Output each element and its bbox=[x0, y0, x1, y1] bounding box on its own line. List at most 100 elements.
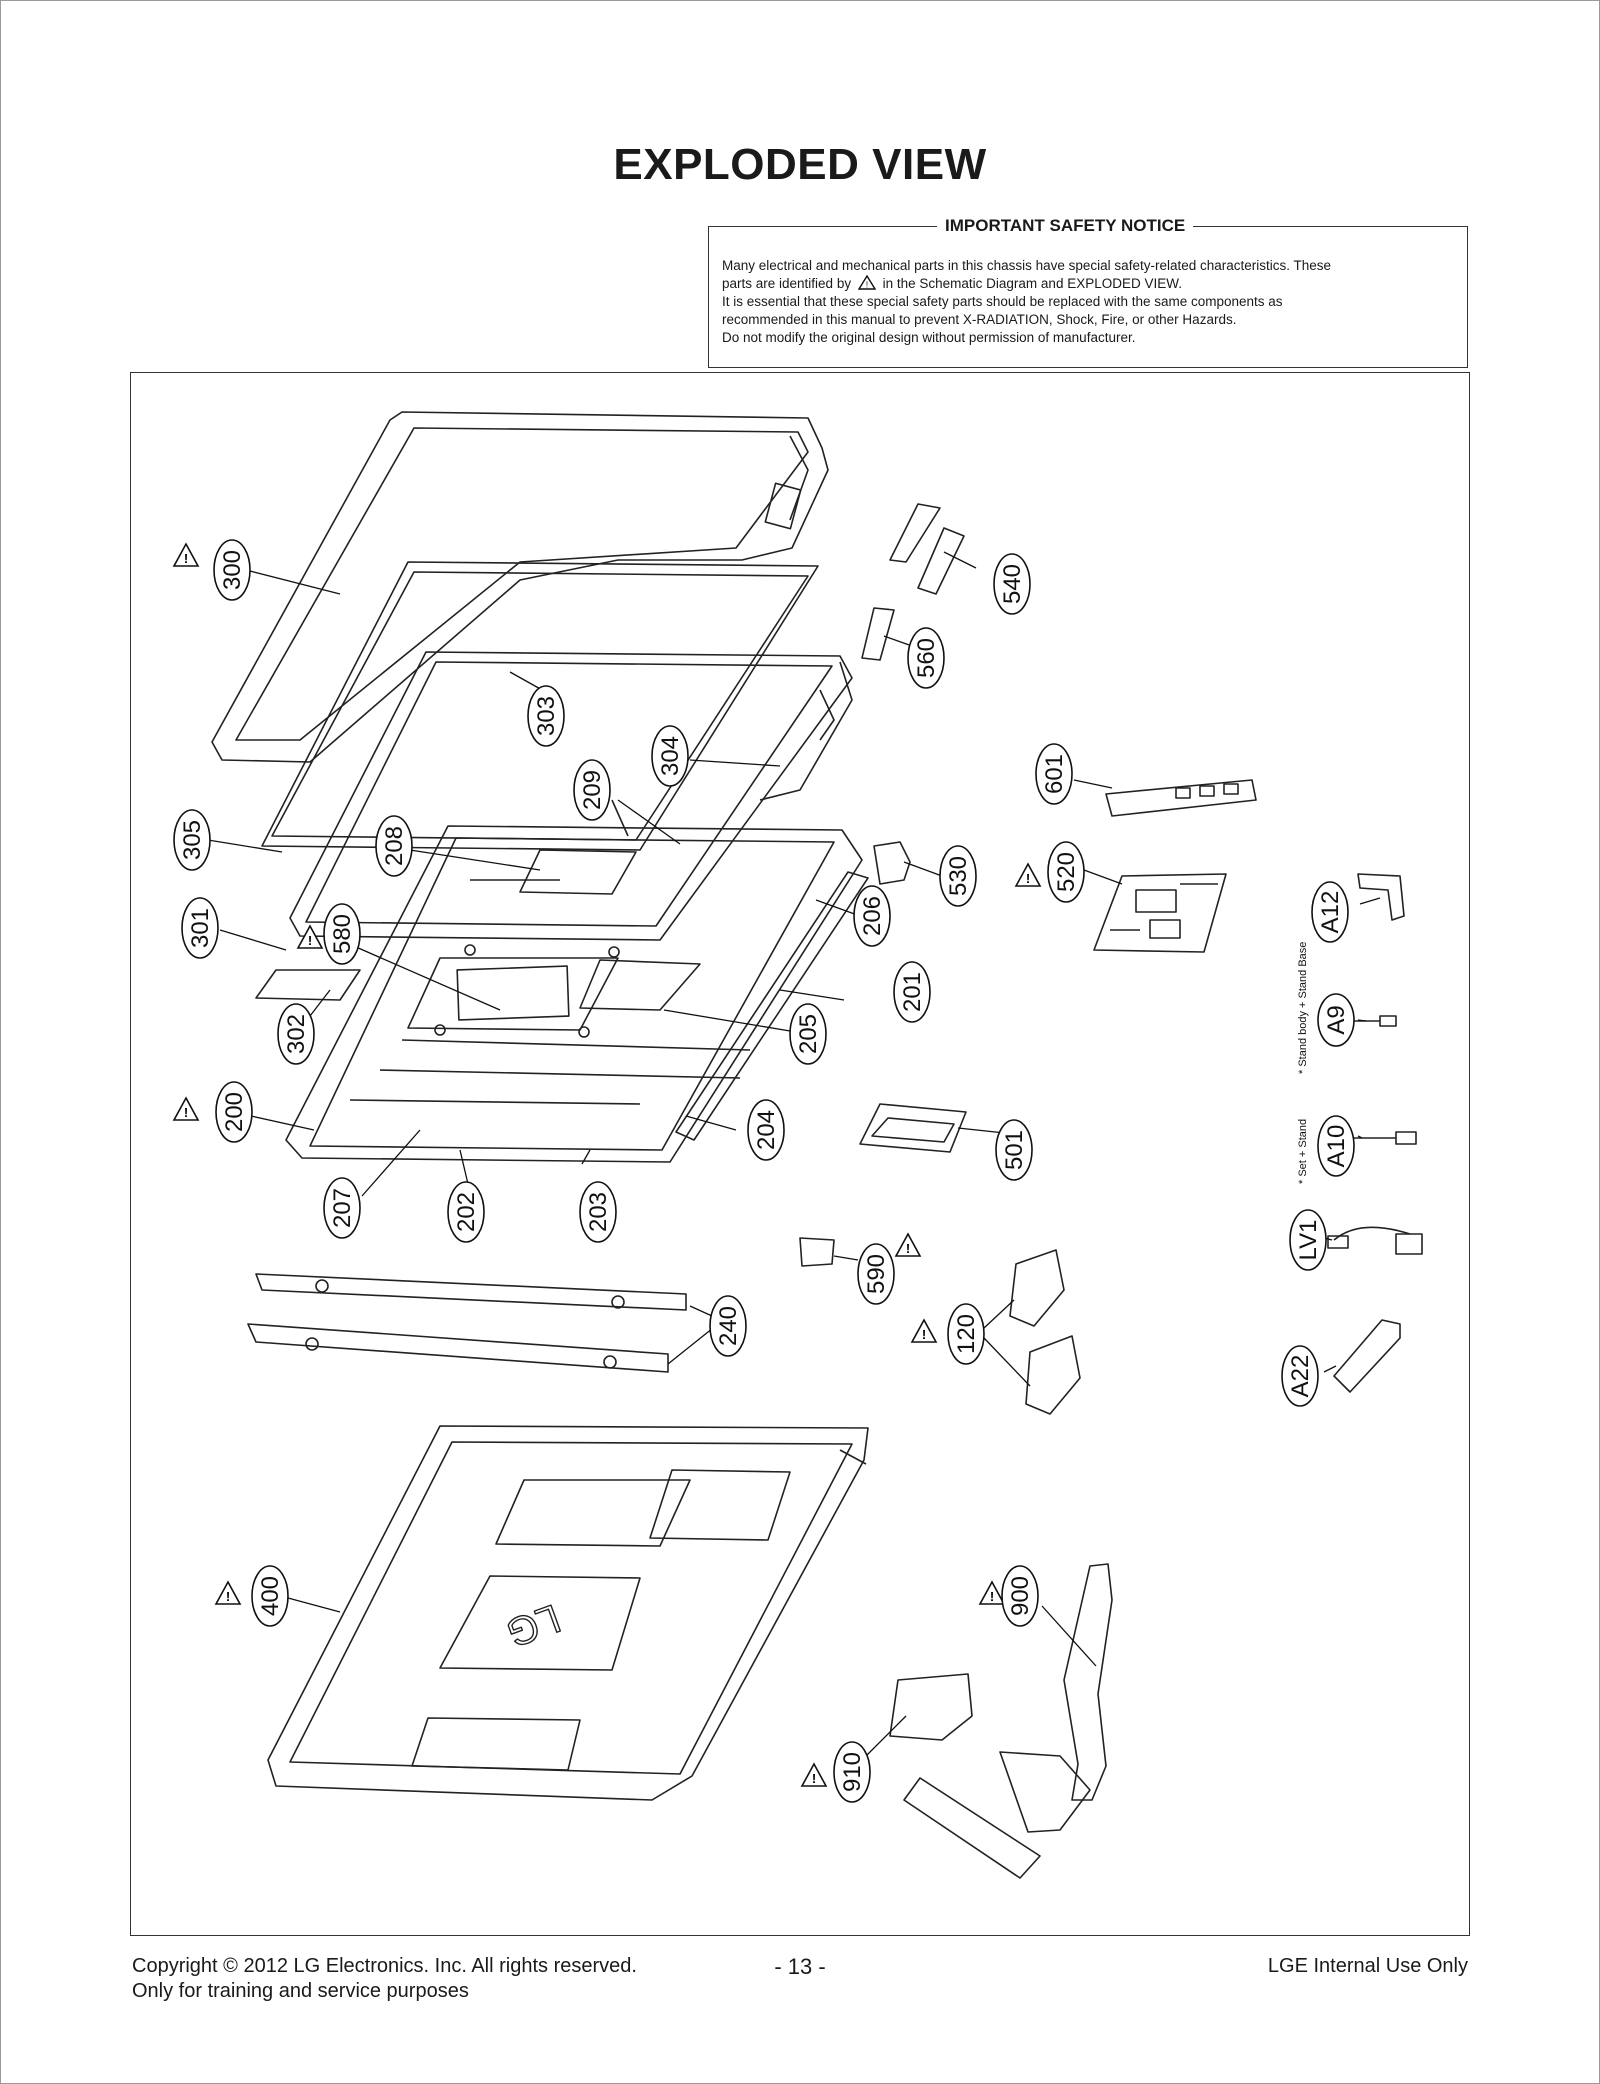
svg-text:!: ! bbox=[866, 281, 868, 290]
part-A22 bbox=[1333, 1319, 1401, 1393]
part-main-board bbox=[1093, 873, 1227, 953]
page-number: - 13 - bbox=[774, 1954, 826, 1979]
callout-207: 207 bbox=[323, 1177, 361, 1239]
part-cover-strip bbox=[255, 969, 361, 1001]
callout-oval bbox=[375, 815, 413, 877]
callout-oval bbox=[323, 903, 361, 965]
footer-left: Copyright © 2012 LG Electronics. Inc. Al… bbox=[132, 1954, 637, 2004]
callout-oval bbox=[857, 1243, 895, 1305]
callout-oval bbox=[1281, 1345, 1319, 1407]
part-inner-frame bbox=[289, 651, 853, 941]
page-title: EXPLODED VIEW bbox=[613, 140, 987, 189]
callout-oval bbox=[181, 897, 219, 959]
callout-oval bbox=[1317, 993, 1355, 1047]
part-side-rail bbox=[675, 871, 869, 1141]
callout-oval bbox=[789, 1003, 827, 1065]
callout-oval bbox=[1035, 743, 1073, 805]
callout-oval bbox=[251, 1565, 289, 1627]
callout-oval bbox=[1001, 1565, 1039, 1627]
callout-number: A10 bbox=[1323, 1125, 1350, 1168]
callout-oval bbox=[833, 1741, 871, 1803]
callout-number: A12 bbox=[1317, 891, 1344, 934]
callout-oval bbox=[277, 1003, 315, 1065]
part-A12 bbox=[1357, 873, 1405, 921]
callout-oval bbox=[215, 1081, 253, 1143]
callout-120: 120 bbox=[947, 1303, 985, 1365]
callout-208: 208 bbox=[375, 815, 413, 877]
warning-triangle-icon bbox=[1015, 863, 1041, 887]
callout-540: 540 bbox=[993, 553, 1031, 615]
warning-triangle-icon bbox=[911, 1319, 937, 1343]
callout-number: 601 bbox=[1041, 754, 1068, 794]
callout-oval bbox=[995, 1119, 1033, 1181]
callout-oval bbox=[853, 885, 891, 947]
part-501 bbox=[859, 1103, 967, 1153]
footer-training: Only for training and service purposes bbox=[132, 1980, 469, 2002]
safety-notice-title: IMPORTANT SAFETY NOTICE bbox=[937, 216, 1194, 236]
callout-601: 601 bbox=[1035, 743, 1073, 805]
notice-line-5: Do not modify the original design withou… bbox=[722, 330, 1136, 345]
callout-203: 203 bbox=[579, 1181, 617, 1243]
warning-triangle-icon bbox=[895, 1233, 921, 1257]
part-stand-neck bbox=[903, 1563, 1113, 1879]
callout-number: A9 bbox=[1323, 1005, 1350, 1034]
callout-A10: A10 bbox=[1317, 1115, 1355, 1177]
callout-oval bbox=[213, 539, 251, 601]
stand-body-base-note: * Stand body + Stand Base bbox=[1297, 942, 1309, 1074]
callout-oval bbox=[173, 809, 211, 871]
callout-number: 240 bbox=[715, 1306, 742, 1346]
callout-A22: A22 bbox=[1281, 1345, 1319, 1407]
notice-line-2: parts are identified by ! in the Schemat… bbox=[722, 274, 1456, 293]
part-A10-screw bbox=[1352, 1131, 1417, 1145]
notice-line-2-pre: parts are identified by bbox=[722, 276, 852, 291]
part-590 bbox=[799, 1237, 835, 1267]
callout-A9: A9 bbox=[1317, 993, 1355, 1047]
warning-triangle-icon bbox=[215, 1581, 241, 1605]
callout-number: 201 bbox=[899, 972, 926, 1012]
callout-305: 305 bbox=[173, 809, 211, 871]
callout-204: 204 bbox=[747, 1099, 785, 1161]
callout-A12: A12 bbox=[1311, 881, 1349, 943]
callout-oval bbox=[747, 1099, 785, 1161]
callout-oval bbox=[573, 759, 611, 821]
callout-number: A22 bbox=[1287, 1355, 1314, 1398]
callout-number: 540 bbox=[999, 564, 1026, 604]
callout-number: 120 bbox=[953, 1314, 980, 1354]
callout-301: 301 bbox=[181, 897, 219, 959]
callout-number: 305 bbox=[179, 820, 206, 860]
callout-oval bbox=[709, 1295, 747, 1357]
callout-number: 530 bbox=[945, 856, 972, 896]
callout-oval bbox=[993, 553, 1031, 615]
callout-560: 560 bbox=[907, 627, 945, 689]
callout-number: 205 bbox=[795, 1014, 822, 1054]
callout-number: 204 bbox=[753, 1110, 780, 1150]
part-speakers bbox=[1009, 1249, 1081, 1415]
callout-oval bbox=[1047, 841, 1085, 903]
callout-400: 400 bbox=[251, 1565, 289, 1627]
warning-marks bbox=[173, 543, 1041, 1787]
callout-201: 201 bbox=[893, 961, 931, 1023]
callout-300: 300 bbox=[213, 539, 251, 601]
callout-number: 302 bbox=[283, 1014, 310, 1054]
callout-200: 200 bbox=[215, 1081, 253, 1143]
callout-oval bbox=[1289, 1209, 1327, 1271]
callout-oval bbox=[907, 627, 945, 689]
part-530 bbox=[873, 841, 911, 885]
callout-303: 303 bbox=[527, 685, 565, 747]
callout-oval bbox=[893, 961, 931, 1023]
notice-line-1: Many electrical and mechanical parts in … bbox=[722, 258, 1332, 273]
callout-oval bbox=[323, 1177, 361, 1239]
notice-line-2-post: in the Schematic Diagram and EXPLODED VI… bbox=[882, 276, 1182, 291]
warning-triangle-icon bbox=[173, 543, 199, 567]
part-back-cover: LG bbox=[267, 1425, 869, 1801]
callout-520: 520 bbox=[1047, 841, 1085, 903]
callout-304: 304 bbox=[651, 725, 689, 787]
part-drawings: LG bbox=[211, 411, 1423, 1879]
callout-530: 530 bbox=[939, 845, 977, 907]
callout-oval bbox=[947, 1303, 985, 1365]
part-stand-bracket bbox=[889, 1673, 973, 1741]
notice-line-4: recommended in this manual to prevent X-… bbox=[722, 312, 1237, 327]
callout-LV1: LV1 bbox=[1289, 1209, 1327, 1271]
callout-number: 560 bbox=[913, 638, 940, 678]
